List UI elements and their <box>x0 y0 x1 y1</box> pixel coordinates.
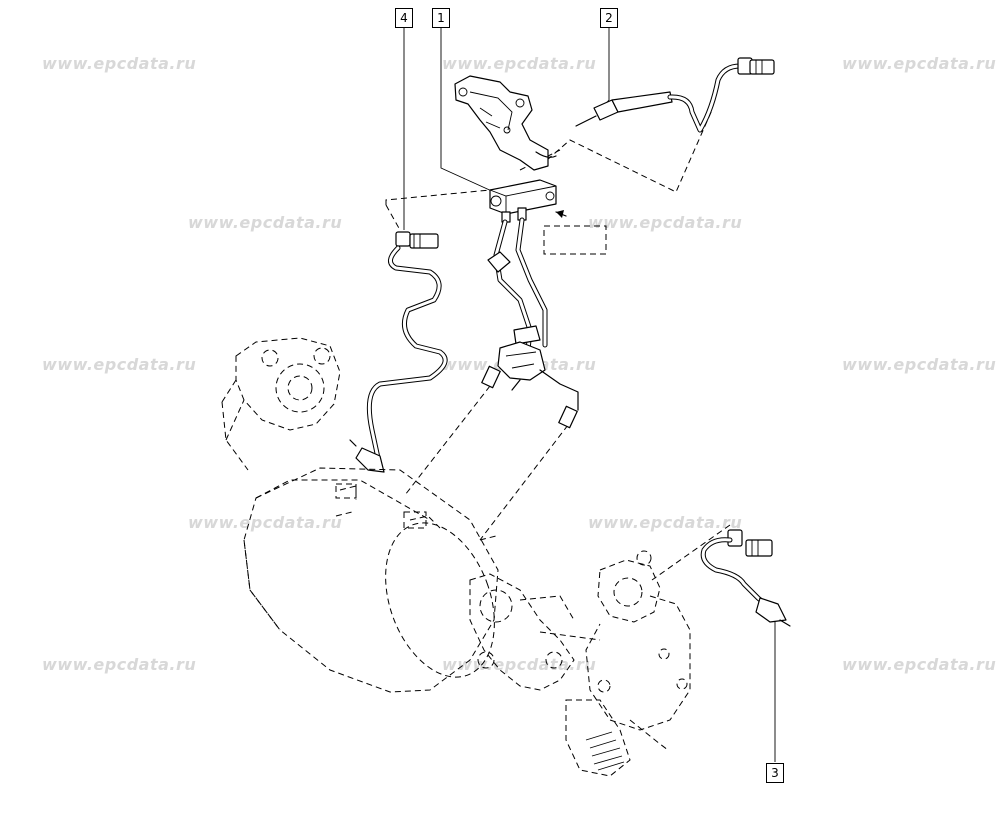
sensor-hoses <box>481 217 579 429</box>
pressure-sensor <box>489 179 567 223</box>
callout-leaders <box>403 26 776 762</box>
callout-4[interactable]: 4 <box>395 8 413 28</box>
callout-2[interactable]: 2 <box>600 8 618 28</box>
assembly-dashed-lines <box>385 109 731 581</box>
exhaust-assembly <box>221 337 691 777</box>
temperature-sensor-4 <box>349 231 448 473</box>
temperature-sensor-3 <box>700 529 791 627</box>
mounting-bracket <box>454 75 557 171</box>
callout-3[interactable]: 3 <box>766 763 784 783</box>
temperature-sensor-2 <box>575 57 775 133</box>
callout-1[interactable]: 1 <box>432 8 450 28</box>
